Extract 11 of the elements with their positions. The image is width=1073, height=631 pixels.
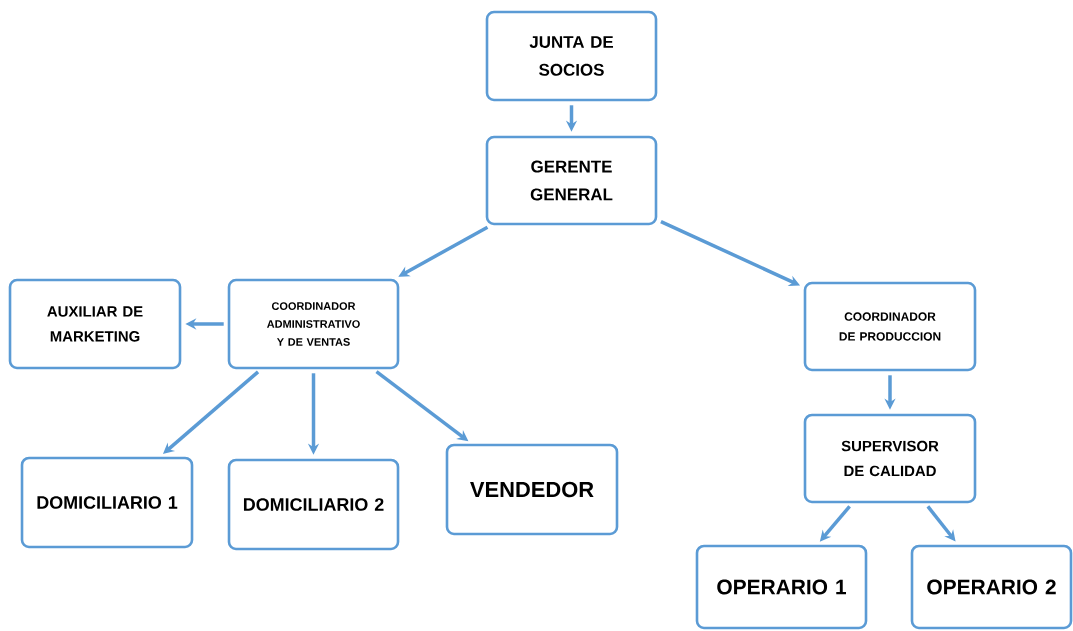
org-box: DOMICILIARIO 2 bbox=[227, 458, 400, 551]
org-box: AUXILIAR DE MARKETING bbox=[8, 278, 182, 370]
org-box: DOMICILIARIO 1 bbox=[20, 456, 194, 549]
org-box: GERENTE GENERAL bbox=[485, 135, 658, 226]
org-box: JUNTA DE SOCIOS bbox=[485, 10, 658, 102]
org-box: OPERARIO 2 bbox=[910, 544, 1073, 630]
org-box: COORDINADOR ADMINISTRATIVO Y DE VENTAS bbox=[227, 278, 400, 370]
org-box: SUPERVISOR DE CALIDAD bbox=[803, 413, 977, 504]
org-box: COORDINADOR DE PRODUCCION bbox=[803, 281, 977, 372]
org-box: OPERARIO 1 bbox=[695, 544, 868, 630]
org-box: VENDEDOR bbox=[445, 443, 619, 536]
